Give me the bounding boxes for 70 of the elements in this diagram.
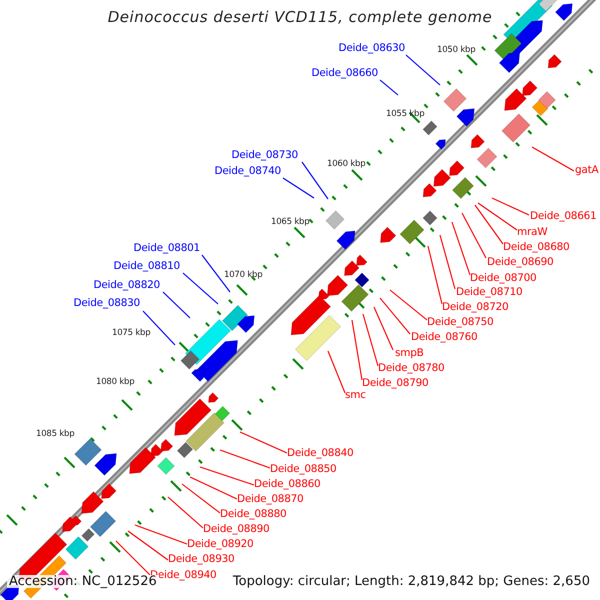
gene-label: Deide_08920 [187, 539, 254, 550]
gene-label: smpB [395, 348, 424, 358]
gene-label: Deide_08660 [312, 68, 378, 78]
leader-line [142, 310, 176, 346]
gene-label: Deide_08801 [134, 243, 200, 254]
leader-line [451, 222, 471, 276]
leader-line [362, 314, 379, 366]
tick-label: 1080 kbp [96, 378, 134, 386]
gene-label: Deide_08690 [487, 257, 554, 268]
leader-line [182, 484, 220, 514]
gene-label: Deide_08840 [287, 448, 354, 458]
gene-label: Deide_08870 [237, 494, 304, 504]
gene-label: Deide_08930 [168, 554, 234, 564]
leader-line [202, 254, 230, 292]
gene-label: Deide_08880 [220, 509, 286, 520]
leader-line [134, 524, 188, 545]
gene-label: Deide_08790 [362, 378, 428, 388]
gene-label: Deide_08661 [530, 211, 596, 222]
tick-label: 1060 kbp [327, 160, 366, 168]
leader-line [492, 198, 530, 216]
gene-label: Deide_08850 [270, 464, 336, 474]
footer-text: Topology: circular; Length: 2,819,842 bp; Genes: 2,650 [230, 575, 592, 588]
leader-line [532, 146, 574, 172]
leader-line [380, 80, 398, 96]
leader-line [374, 306, 394, 350]
leader-line [282, 178, 314, 198]
gene-label: gatA [575, 165, 598, 176]
leader-line [351, 320, 363, 380]
leader-line [302, 162, 328, 200]
tick-label: 1085 kbp [36, 430, 74, 438]
leader-line [220, 449, 270, 469]
leader-line [390, 290, 428, 320]
gene-label: Deide_08760 [411, 332, 478, 342]
leader-line [240, 432, 288, 454]
leader-line [478, 202, 518, 230]
leader-line [380, 298, 410, 334]
leader-line [406, 54, 440, 86]
gene-label: Deide_08630 [338, 43, 405, 54]
leader-line [427, 246, 443, 304]
leader-line [182, 272, 218, 304]
gene-label: Deide_08750 [427, 317, 494, 328]
leader-line [462, 212, 486, 258]
leader-line [439, 234, 456, 290]
leader-line [168, 496, 204, 528]
gene-label: smc [345, 390, 366, 400]
gene-label: Deide_08740 [214, 166, 281, 176]
leader-line [200, 466, 254, 486]
tick-label: 1075 kbp [112, 329, 150, 338]
leader-line [116, 540, 150, 576]
gene-label: Deide_08730 [232, 150, 298, 160]
gene-label: Deide_08720 [442, 302, 508, 312]
tick-label: 1065 kbp [271, 218, 310, 226]
gene-label: mraW [517, 227, 548, 238]
title: Deinococcus deserti VCD115, complete genome [106, 10, 494, 25]
leader-line [128, 530, 168, 560]
tick-label: 1050 kbp [437, 46, 476, 54]
gene-label: Deide_08700 [470, 273, 536, 284]
gene-label: Deide_08830 [74, 298, 140, 308]
leader-line [474, 204, 504, 244]
gene-label: Deide_08780 [378, 363, 444, 374]
tick-label: 1070 kbp [224, 271, 262, 280]
leader-line [190, 476, 238, 500]
leader-line [162, 292, 190, 318]
gene-label: Deide_08820 [94, 280, 160, 290]
gene-label: Deide_08810 [114, 261, 180, 272]
leader-line [328, 350, 346, 394]
gene-label: Deide_08680 [503, 242, 570, 252]
gene-label: Deide_08710 [456, 287, 522, 298]
gene-label: Deide_08890 [203, 524, 270, 534]
gene-label: Deide_08860 [254, 479, 320, 490]
